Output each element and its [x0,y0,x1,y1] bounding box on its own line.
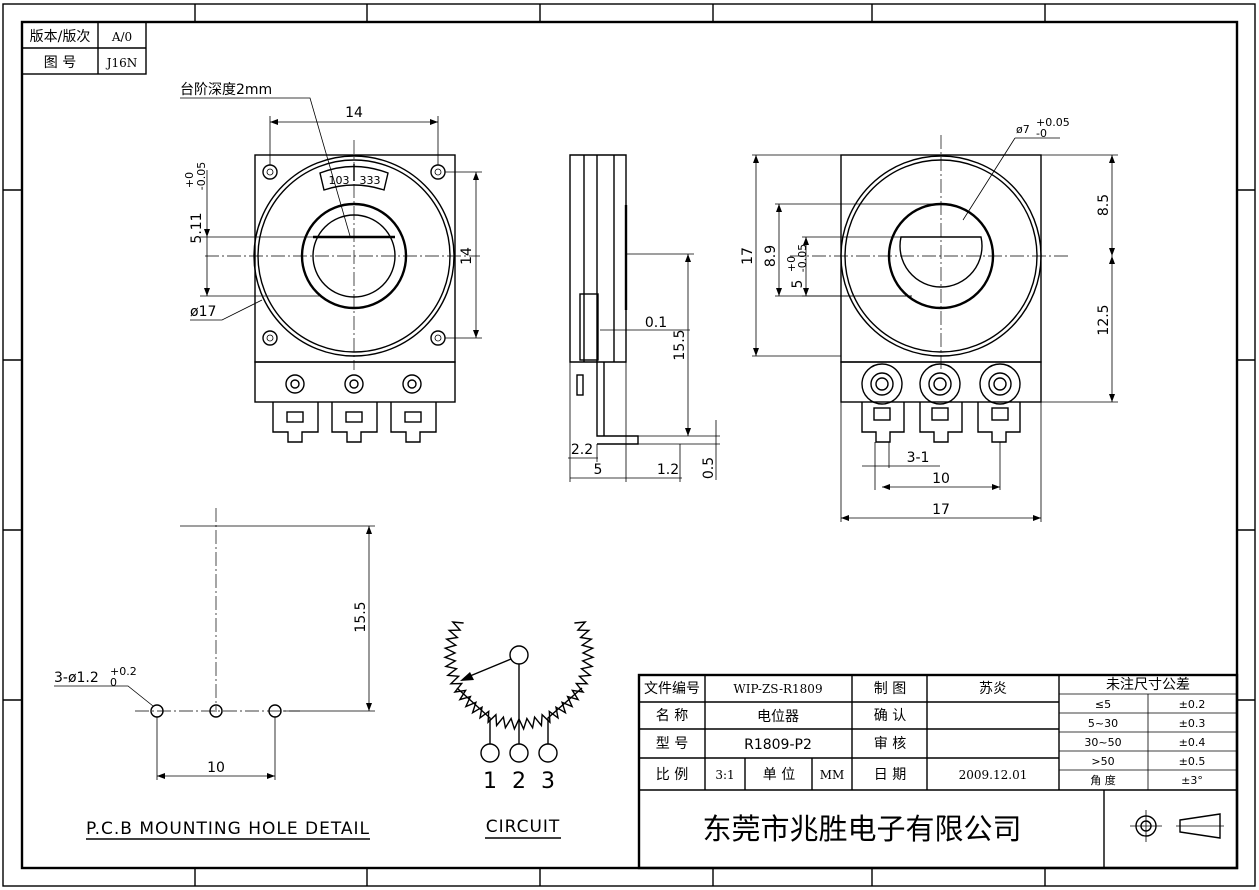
pcb-hole-tol-lower: 0 [110,676,117,689]
circuit-symbol: 1 2 3 CIRCUIT [443,621,595,839]
rear-lower-height-dim: 12.5 [1096,304,1112,335]
pcb-caption: P.C.B MOUNTING HOLE DETAIL [86,819,370,839]
tolerance-range: ≤5 [1095,698,1111,711]
rear-pin-label: 3-1 [907,450,930,466]
rear-upper-height-dim: 8.5 [1096,194,1112,216]
date-label: 日 期 [874,767,906,783]
side-gap-dim: 0.1 [645,315,667,331]
scale-label: 比 例 [656,767,688,783]
sheet-border [2,3,1256,887]
pcb-hole-tol-upper: +0.2 [110,665,137,678]
checked-label: 确 认 [874,708,906,724]
rear-center-height-dim: 8.9 [763,245,779,267]
name-label: 名 称 [656,708,688,724]
file-no-value: WIP-ZS-R1809 [733,682,822,696]
drawn-label: 制 图 [874,681,906,697]
tolerance-range: 30~50 [1084,736,1121,749]
version-label: 版本/版次 [30,29,91,45]
tolerance-range: 5~30 [1088,717,1118,730]
side-pin-offset-dim: 2.2 [571,442,593,458]
front-view: 103 333 14 14 5.11 +0 -0.05 台阶深度2mm ø1 [180,82,482,443]
tolerance-title: 未注尺寸公差 [1106,677,1190,693]
unit-label: 单 位 [763,767,795,783]
circuit-pin-1: 1 [483,769,497,794]
rear-total-width-dim: 17 [932,502,950,518]
revision-box: 版本/版次 A/0 图 号 J16N [21,21,147,75]
pcb-hole-label: 3-ø1.2 [54,670,99,686]
version-value: A/0 [111,30,132,44]
rear-pin-span-dim: 10 [932,471,950,487]
company-name: 东莞市兆胜电子有限公司 [702,812,1021,846]
unit-value: MM [820,768,845,782]
side-view: 0.1 15.5 0.5 2.2 5 1.2 [568,154,720,482]
marking-left: 103 [329,174,350,187]
front-offset-tol-lower: -0.05 [195,162,208,190]
front-diameter-dim: ø17 [190,304,216,320]
pcb-detail: 15.5 3-ø1.2 +0.2 0 10 P.C.B MOUNTING HOL… [54,508,375,840]
date-value: 2009.12.01 [959,768,1028,782]
rear-total-height-dim: 17 [740,247,756,265]
front-height-dim: 14 [459,247,475,265]
side-pin-thickness-dim: 0.5 [701,457,717,479]
step-depth-note: 台阶深度2mm [180,82,272,98]
scale-value: 3:1 [715,768,734,782]
projection-symbol-icon [1130,810,1224,842]
tolerance-range: 角 度 [1090,773,1116,787]
model-label: 型 号 [656,736,688,752]
side-body-width-dim: 5 [594,462,603,478]
audit-label: 审 核 [874,736,906,752]
rear-shaft-tol-upper: +0.05 [1036,116,1070,129]
name-value: 电位器 [757,709,799,725]
side-pin-length-dim: 1.2 [657,462,679,478]
model-value: R1809-P2 [744,737,812,753]
file-no-label: 文件编号 [644,681,700,697]
tolerance-value: ±0.5 [1179,755,1206,768]
side-height-dim: 15.5 [672,329,688,360]
rear-slot-tol-lower: -0.05 [796,244,809,272]
circuit-pin-2: 2 [512,769,526,794]
tolerance-range: >50 [1091,755,1114,768]
tolerance-value: ±0.4 [1179,736,1206,749]
marking-right: 333 [360,174,381,187]
circuit-caption: CIRCUIT [486,817,561,837]
rear-shaft-tol-lower: -0 [1036,127,1047,140]
pcb-span-dim: 10 [207,760,225,776]
front-width-dim: 14 [345,105,363,121]
rear-shaft-diameter-dim: ø7 [1016,123,1030,136]
title-block: 文件编号 WIP-ZS-R1809 名 称 电位器 型 号 R1809-P2 比… [637,673,1239,870]
rear-slot-width-dim: 5 [790,280,806,289]
rear-slot-tol-upper: +0 [785,256,798,272]
front-offset-dim: 5.11 [189,212,205,243]
tolerance-rows: ≤5 ±0.2 5~30 ±0.3 30~50 ±0.4 >50 ±0.5 角 度 ±3° [1084,698,1205,787]
drawing-no-label: 图 号 [44,55,76,71]
drawn-by-value: 苏炎 [979,681,1007,697]
drawing-no-value: J16N [105,56,138,70]
front-offset-tol-upper: +0 [183,172,196,188]
pcb-height-dim: 15.5 [353,601,369,632]
tolerance-value: ±0.2 [1179,698,1206,711]
tolerance-value: ±0.3 [1179,717,1206,730]
tolerance-value: ±3° [1181,774,1203,787]
circuit-pin-3: 3 [541,769,555,794]
rear-view: ø7 +0.05 -0 8.5 12.5 17 8.9 5 +0 -0.05 3… [740,116,1118,522]
